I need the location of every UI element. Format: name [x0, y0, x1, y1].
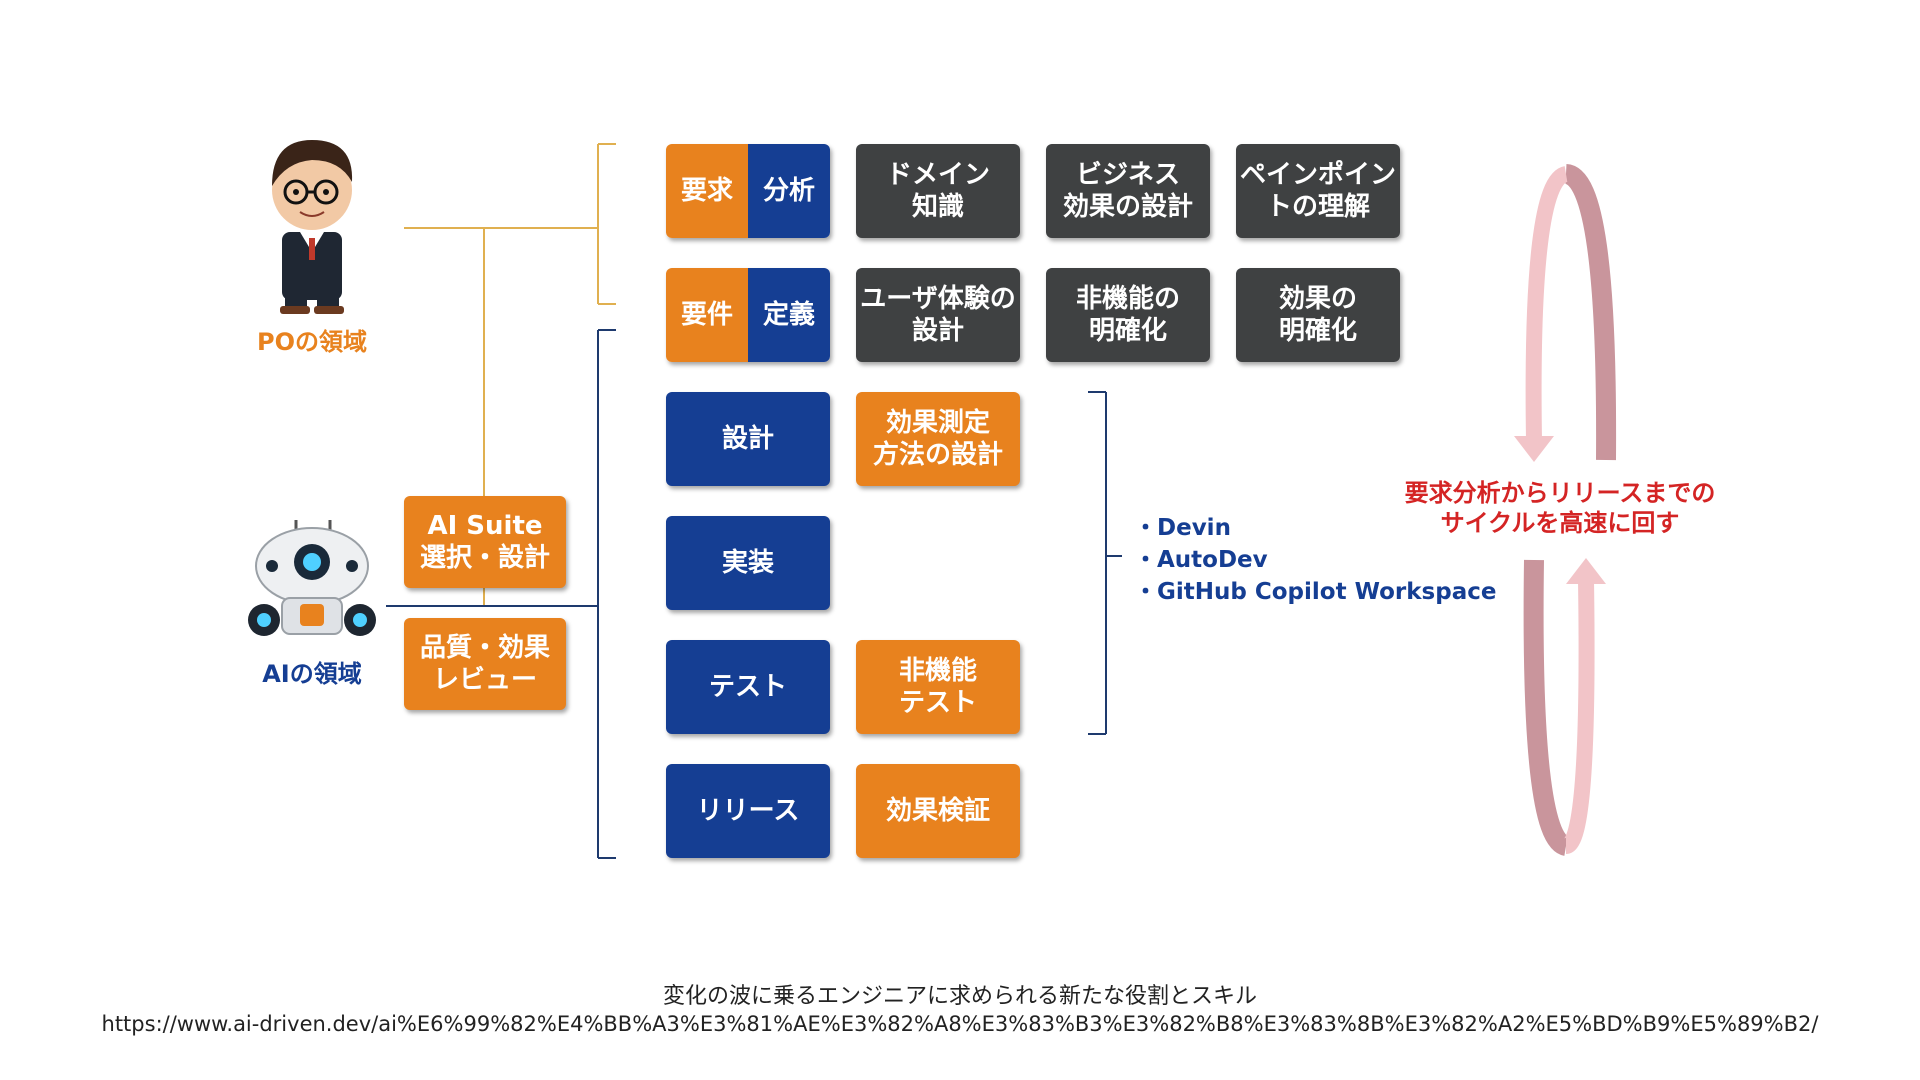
tool-item: ・Devin [1134, 515, 1231, 541]
cycle-text: 要求分析からリリースまでの サイクルを高速に回す [1404, 479, 1716, 537]
step-requirements-analysis-left: 要求 [680, 176, 733, 206]
caption-url[interactable]: https://www.ai-driven.dev/ai%E6%99%82%E4… [101, 1012, 1819, 1036]
step-requirements-definition: 要件定義 [666, 268, 830, 362]
step-requirements-definition-right: 定義 [762, 300, 815, 330]
tool-item: ・GitHub Copilot Workspace [1134, 579, 1497, 605]
task-nonfunctional-test: 非機能 テスト [856, 640, 1020, 734]
caption-title: 変化の波に乗るエンジニアに求められる新たな役割とスキル [662, 984, 1257, 1009]
ai-suite-selection-box: AI Suite 選択・設計 [404, 496, 566, 588]
task-nonfunctional-clarify: 非機能の 明確化 [1046, 268, 1210, 362]
task-effect-verification: 効果検証 [856, 764, 1020, 858]
task-pain-point: ペインポイン トの理解 [1236, 144, 1400, 238]
step-design: 設計 [666, 392, 830, 486]
ai-robot-icon [248, 520, 376, 636]
task-domain-knowledge: ドメイン 知識 [856, 144, 1020, 238]
ai-domain-label: AIの領域 [262, 660, 362, 688]
step-test: テスト [666, 640, 830, 734]
tools-list: ・Devin ・AutoDev ・GitHub Copilot Workspac… [1134, 512, 1496, 608]
task-effect-clarify: 効果の 明確化 [1236, 268, 1400, 362]
step-implementation: 実装 [666, 516, 830, 610]
quality-review-box: 品質・効果 レビュー [404, 618, 566, 710]
po-domain-label: POの領域 [257, 328, 367, 356]
task-ux-design: ユーザ体験の 設計 [856, 268, 1020, 362]
tool-item: ・AutoDev [1134, 547, 1268, 573]
task-measurement-design: 効果測定 方法の設計 [856, 392, 1020, 486]
step-requirements-definition-left: 要件 [680, 300, 733, 330]
po-person-icon [272, 140, 353, 314]
step-release: リリース [666, 764, 830, 858]
task-business-effect-design: ビジネス 効果の設計 [1046, 144, 1210, 238]
step-requirements-analysis: 要求分析 [666, 144, 830, 238]
step-requirements-analysis-right: 分析 [762, 176, 815, 206]
